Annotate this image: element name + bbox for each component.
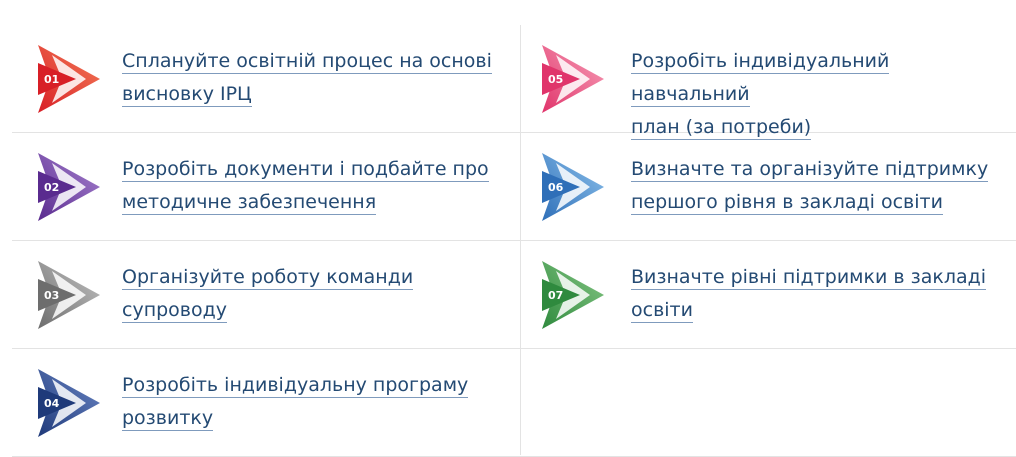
step-06-link-line2: першого рівня в закладі освіти	[631, 191, 943, 215]
step-01-link[interactable]: Сплануйте освітній процес на основі висн…	[122, 45, 492, 111]
step-06-link-line1: Визначте та організуйте підтримку	[631, 158, 989, 182]
step-03-link-line1: Організуйте роботу команди супроводу	[122, 266, 414, 323]
step-05-link[interactable]: Розробіть індивідуальний навчальний план…	[631, 45, 1001, 144]
arrow-inner-shape	[38, 171, 76, 203]
step-07-link-line1: Визначте рівні підтримки в закладі	[631, 266, 987, 290]
step-07-arrow-icon: 07	[542, 261, 604, 329]
step-01-link-line2: висновку ІРЦ	[122, 83, 252, 107]
step-number-label: 03	[44, 289, 59, 302]
arrow-inner-shape	[542, 63, 580, 95]
step-04-link[interactable]: Розробіть індивідуальну програму розвитк…	[122, 369, 492, 435]
step-04-link-line1: Розробіть індивідуальну програму	[122, 374, 469, 398]
step-07-link-line2: освіти	[631, 299, 693, 323]
step-card-06: 06 Визначте та організуйте підтримку пер…	[521, 133, 1016, 240]
step-03-arrow-icon: 03	[38, 261, 100, 329]
step-card-04: 04 Розробіть індивідуальну програму розв…	[12, 349, 520, 456]
step-number-label: 05	[548, 73, 563, 86]
step-01-link-line1: Сплануйте освітній процес на основі	[122, 50, 492, 74]
step-card-01: 01 Сплануйте освітній процес на основі в…	[12, 25, 520, 132]
step-02-link-line2: методичне забезпечення	[122, 191, 377, 215]
step-number-label: 06	[548, 181, 564, 194]
step-02-link-line1: Розробіть документи і подбайте про	[122, 158, 489, 182]
step-card-05: 05 Розробіть індивідуальний навчальний п…	[521, 25, 1016, 140]
step-06-arrow-icon: 06	[542, 153, 604, 221]
arrow-inner-shape	[38, 63, 76, 95]
step-02-arrow-icon: 02	[38, 153, 100, 221]
steps-row: 03 Організуйте роботу команди супроводу …	[12, 241, 1016, 349]
step-02-link[interactable]: Розробіть документи і подбайте про метод…	[122, 153, 492, 219]
step-04-link-line2: розвитку	[122, 407, 214, 431]
steps-row: 02 Розробіть документи і подбайте про ме…	[12, 133, 1016, 241]
step-number-label: 04	[44, 397, 60, 410]
arrow-inner-shape	[38, 387, 76, 419]
step-01-arrow-icon: 01	[38, 45, 100, 113]
step-number-label: 02	[44, 181, 59, 194]
arrow-inner-shape	[542, 279, 580, 311]
step-05-arrow-icon: 05	[542, 45, 604, 113]
steps-row: 04 Розробіть індивідуальну програму розв…	[12, 349, 1016, 457]
step-07-link[interactable]: Визначте рівні підтримки в закладі освіт…	[631, 261, 1001, 327]
arrow-inner-shape	[38, 279, 76, 311]
step-06-link[interactable]: Визначте та організуйте підтримку першог…	[631, 153, 1001, 219]
step-05-link-line2: план (за потреби)	[631, 116, 812, 140]
arrow-inner-shape	[542, 171, 580, 203]
steps-grid: 01 Сплануйте освітній процес на основі в…	[12, 25, 1016, 457]
step-card-03: 03 Організуйте роботу команди супроводу	[12, 241, 520, 348]
step-card-02: 02 Розробіть документи і подбайте про ме…	[12, 133, 520, 240]
steps-row: 01 Сплануйте освітній процес на основі в…	[12, 25, 1016, 140]
step-03-link[interactable]: Організуйте роботу команди супроводу	[122, 261, 492, 327]
step-04-arrow-icon: 04	[38, 369, 100, 437]
step-05-link-line1: Розробіть індивідуальний навчальний	[631, 50, 890, 107]
step-number-label: 01	[44, 73, 59, 86]
step-card-07: 07 Визначте рівні підтримки в закладі ос…	[521, 241, 1016, 348]
step-number-label: 07	[548, 289, 563, 302]
